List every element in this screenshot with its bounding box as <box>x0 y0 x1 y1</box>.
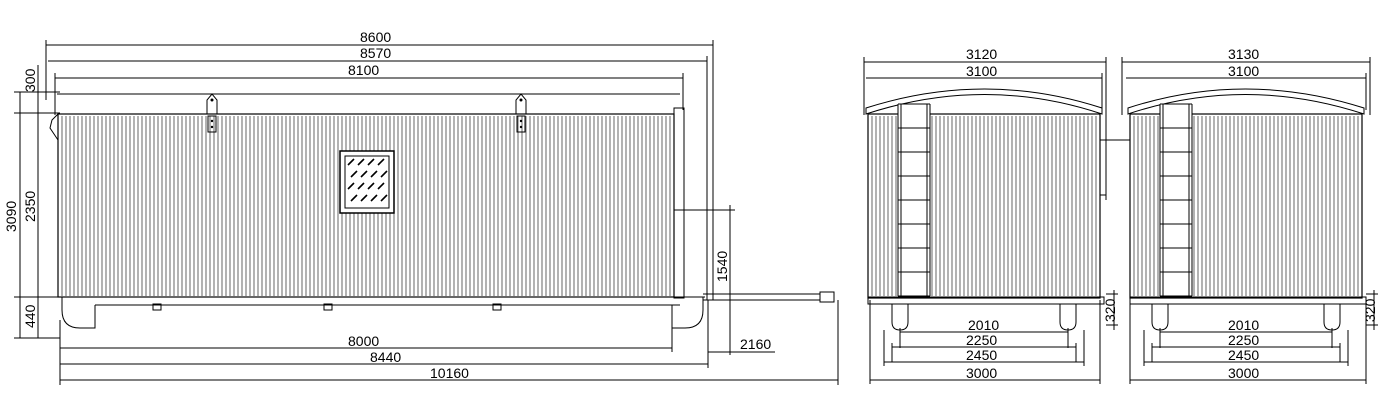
window-pane-mark <box>367 158 375 166</box>
window-pane-mark <box>357 182 365 190</box>
side-left-dimensions: 300 3090 2350 440 <box>3 65 60 339</box>
end1-top-dimensions: 3120 3100 <box>863 46 1107 200</box>
window-pane-mark <box>367 182 375 190</box>
window-pane-mark <box>377 158 385 166</box>
window-pane-mark <box>360 194 368 202</box>
window-pane-mark <box>380 170 388 178</box>
dim-overall-length-8600: 8600 <box>360 29 391 45</box>
window-pane-mark <box>380 194 388 202</box>
dim-end1-base-320: 320 <box>1102 298 1118 322</box>
dim-chassis-440: 440 <box>22 304 38 328</box>
side-view: 8600 8570 8100 300 3090 2350 440 <box>3 29 839 385</box>
dim-end2-2250: 2250 <box>1228 332 1259 348</box>
end2-bottom-dimensions: 2010 2250 2450 3000 <box>1129 300 1367 384</box>
dim-end2-3000: 3000 <box>1228 365 1259 381</box>
window-pane-mark <box>350 170 358 178</box>
lifting-lug-right <box>515 93 527 133</box>
end1-bottom-dimensions: 2010 2250 2450 3000 <box>869 300 1101 384</box>
dim-end1-2250: 2250 <box>966 332 997 348</box>
dim-frame-8440: 8440 <box>370 349 401 365</box>
window-pane-mark <box>377 182 385 190</box>
dim-end2-2010: 2010 <box>1228 317 1259 333</box>
dim-chassis-8000: 8000 <box>348 333 379 349</box>
dim-roof-300: 300 <box>22 68 38 92</box>
end-view-1: 3120 3100 320 2010 2 <box>863 46 1130 384</box>
side-top-dimensions: 8600 8570 8100 <box>45 29 714 300</box>
window-pane-mark <box>347 182 355 190</box>
dim-end1-3000: 3000 <box>966 365 997 381</box>
dim-end2-base-320: 320 <box>1362 298 1378 322</box>
dim-end1-2450: 2450 <box>966 347 997 363</box>
window-pane-mark <box>347 158 355 166</box>
dim-end1-2010: 2010 <box>968 317 999 333</box>
chassis <box>58 291 835 329</box>
dim-drawbar-2160: 2160 <box>740 336 771 352</box>
window <box>339 150 395 214</box>
dim-end1-width-3120: 3120 <box>966 46 997 62</box>
window-pane-mark <box>360 170 368 178</box>
window-pane-mark <box>370 170 378 178</box>
dim-end2-2450: 2450 <box>1228 347 1259 363</box>
end-view-2: 3130 3100 320 2010 2250 2450 <box>1121 46 1378 384</box>
dim-end1-width-3100: 3100 <box>966 63 997 79</box>
window-pane-mark <box>370 194 378 202</box>
dim-end2-width-3130: 3130 <box>1228 46 1259 62</box>
window-pane-mark <box>350 194 358 202</box>
dim-height-3090: 3090 <box>3 201 19 232</box>
dim-height-1540: 1540 <box>714 251 730 282</box>
dim-length-8570: 8570 <box>360 45 391 61</box>
dim-end2-width-3100: 3100 <box>1228 63 1259 79</box>
dim-total-length-10160: 10160 <box>430 365 469 381</box>
lifting-lug-left <box>206 93 218 133</box>
window-pane-mark <box>357 158 365 166</box>
side-wall-corrugation <box>61 116 671 296</box>
side-bottom-dimensions: 8000 8440 2160 10160 <box>59 300 839 385</box>
end2-ladder <box>1159 103 1193 297</box>
dim-body-length-8100: 8100 <box>348 62 379 78</box>
end2-top-dimensions: 3130 3100 <box>1121 46 1371 115</box>
end1-ladder <box>897 103 931 297</box>
dim-wall-2350: 2350 <box>22 191 38 222</box>
